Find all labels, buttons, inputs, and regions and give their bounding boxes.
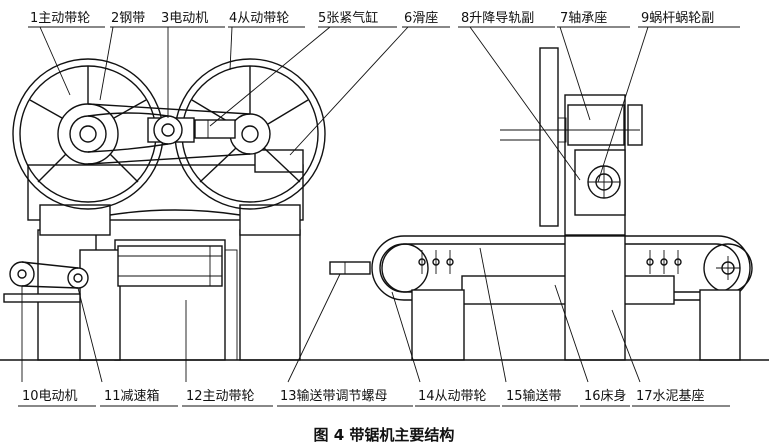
label-15: 15输送带: [506, 388, 562, 404]
gearbox-housing: [79, 249, 121, 361]
label-9: 9蜗杆蜗轮副: [641, 10, 714, 26]
label-4: 4从动带轮: [229, 11, 289, 26]
label-11: 11减速箱: [104, 388, 160, 404]
label-5: 5张紧气缸: [318, 10, 378, 26]
conveyor-motor-10: [3, 261, 89, 303]
driving-wheel-1: [12, 58, 164, 210]
steel-band-2: [87, 103, 251, 115]
figure-caption: 图 4 带锯机主要结构: [314, 426, 455, 444]
label-13: 13输送带调节螺母: [280, 388, 388, 404]
top-labels: 1主动带轮 2钢带 3电动机 4从动带轮 5张紧气缸 6滑座 8升降导轨副 7轴…: [30, 10, 714, 26]
right-base-block: [239, 229, 301, 361]
motor-3: [87, 112, 195, 153]
label-2: 2钢带: [111, 11, 145, 26]
label-3: 3电动机: [161, 11, 208, 26]
leader-lines: [21, 26, 740, 383]
tension-cylinder-5: [194, 119, 236, 139]
label-6: 6滑座: [404, 11, 438, 26]
label-17: 17水泥基座: [636, 389, 705, 404]
bottom-labels: 10电动机 11减速箱 12主动带轮 13输送带调节螺母 14从动带轮 15输送…: [22, 388, 705, 404]
conveyor-and-bed: [329, 47, 753, 361]
main-drive-pulley-12: [117, 245, 223, 287]
adjusting-nut-13: [329, 261, 371, 275]
label-10: 10电动机: [22, 389, 78, 404]
label-16: 16床身: [584, 388, 627, 404]
label-8: 8升降导轨副: [461, 11, 534, 26]
worm-gear-9: [574, 149, 626, 216]
band-saw-head: [3, 58, 326, 361]
slide-seat-6: [254, 149, 304, 173]
label-12: 12主动带轮: [186, 389, 255, 404]
label-14: 14从动带轮: [418, 389, 487, 404]
concrete-base-17: [411, 289, 465, 361]
driven-pulley-14: [379, 243, 429, 293]
bearing-seat-7: [567, 104, 625, 146]
belt-markers: [418, 250, 682, 274]
label-1: 1主动带轮: [30, 11, 90, 26]
label-7: 7轴承座: [560, 11, 607, 26]
